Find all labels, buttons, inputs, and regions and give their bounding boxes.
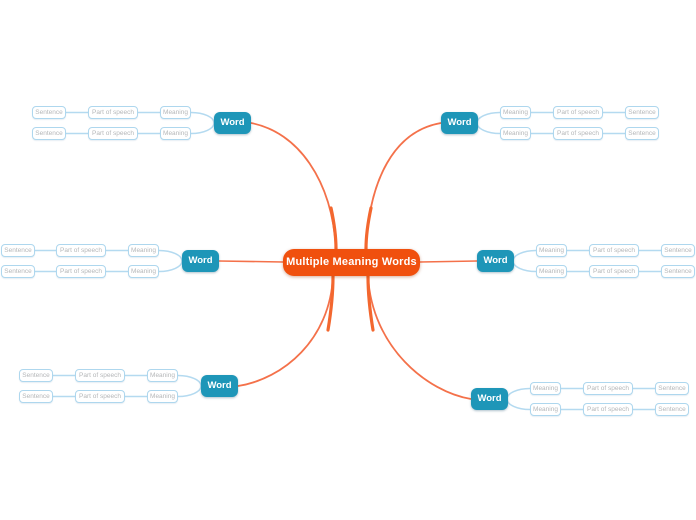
meaning-box[interactable]: Meaning bbox=[530, 382, 561, 395]
branch-curve-taper bbox=[326, 206, 375, 332]
sentence-box[interactable]: Sentence bbox=[19, 369, 53, 382]
child-connectors-middle-left bbox=[34, 249, 183, 273]
part-of-speech-box[interactable]: Part of speech bbox=[583, 403, 633, 416]
sentence-box[interactable]: Sentence bbox=[32, 127, 66, 140]
sentence-box[interactable]: Sentence bbox=[655, 382, 689, 395]
part-of-speech-box[interactable]: Part of speech bbox=[589, 265, 639, 278]
meaning-box[interactable]: Meaning bbox=[500, 106, 531, 119]
branch-curve-top-left bbox=[250, 122, 337, 250]
branch-curve-top-right bbox=[365, 122, 442, 250]
part-of-speech-box[interactable]: Part of speech bbox=[56, 244, 106, 257]
part-of-speech-box[interactable]: Part of speech bbox=[75, 369, 125, 382]
child-connectors-top-right bbox=[476, 111, 626, 135]
child-connectors-top-left bbox=[65, 111, 215, 135]
meaning-box[interactable]: Meaning bbox=[500, 127, 531, 140]
meaning-box[interactable]: Meaning bbox=[147, 369, 178, 382]
meaning-box[interactable]: Meaning bbox=[128, 244, 159, 257]
child-connectors-bottom-left bbox=[52, 374, 202, 398]
sentence-box[interactable]: Sentence bbox=[661, 244, 695, 257]
meaning-box[interactable]: Meaning bbox=[147, 390, 178, 403]
part-of-speech-box[interactable]: Part of speech bbox=[553, 127, 603, 140]
meaning-box[interactable]: Meaning bbox=[536, 244, 567, 257]
sentence-box[interactable]: Sentence bbox=[1, 265, 35, 278]
word-node[interactable]: Word bbox=[477, 250, 514, 272]
meaning-box[interactable]: Meaning bbox=[128, 265, 159, 278]
sentence-box[interactable]: Sentence bbox=[625, 127, 659, 140]
part-of-speech-box[interactable]: Part of speech bbox=[553, 106, 603, 119]
part-of-speech-box[interactable]: Part of speech bbox=[88, 127, 138, 140]
root-node[interactable]: Multiple Meaning Words bbox=[283, 249, 420, 276]
meaning-box[interactable]: Meaning bbox=[160, 127, 191, 140]
branch-line-middle-left bbox=[218, 260, 284, 263]
word-node[interactable]: Word bbox=[182, 250, 219, 272]
meaning-box[interactable]: Meaning bbox=[530, 403, 561, 416]
meaning-box[interactable]: Meaning bbox=[160, 106, 191, 119]
branch-curve-bottom-right bbox=[367, 275, 472, 400]
branch-curve-bottom-left bbox=[237, 275, 334, 387]
part-of-speech-box[interactable]: Part of speech bbox=[88, 106, 138, 119]
meaning-box[interactable]: Meaning bbox=[536, 265, 567, 278]
word-node[interactable]: Word bbox=[471, 388, 508, 410]
word-node[interactable]: Word bbox=[201, 375, 238, 397]
sentence-box[interactable]: Sentence bbox=[625, 106, 659, 119]
sentence-box[interactable]: Sentence bbox=[655, 403, 689, 416]
child-connectors-bottom-right bbox=[506, 387, 656, 411]
sentence-box[interactable]: Sentence bbox=[19, 390, 53, 403]
sentence-box[interactable]: Sentence bbox=[1, 244, 35, 257]
branch-line-middle-right bbox=[419, 260, 478, 263]
part-of-speech-box[interactable]: Part of speech bbox=[583, 382, 633, 395]
part-of-speech-box[interactable]: Part of speech bbox=[56, 265, 106, 278]
word-node[interactable]: Word bbox=[214, 112, 251, 134]
part-of-speech-box[interactable]: Part of speech bbox=[75, 390, 125, 403]
sentence-box[interactable]: Sentence bbox=[32, 106, 66, 119]
part-of-speech-box[interactable]: Part of speech bbox=[589, 244, 639, 257]
sentence-box[interactable]: Sentence bbox=[661, 265, 695, 278]
word-node[interactable]: Word bbox=[441, 112, 478, 134]
child-connectors-middle-right bbox=[512, 249, 662, 273]
